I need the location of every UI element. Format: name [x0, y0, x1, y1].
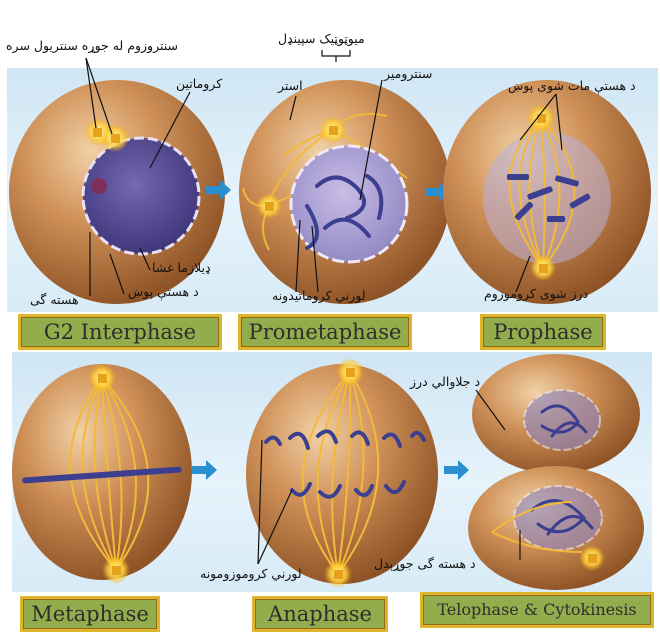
label-condensing-chromosome: درز شوی کروموزوم [484, 286, 588, 301]
label-centromere: سنترومير [384, 66, 432, 81]
stage-label-telophase: Telophase & Cytokinesis [420, 592, 654, 628]
label-chromatin: کروماتين [176, 76, 222, 91]
g2-nucleus [83, 138, 199, 254]
label-nucleolus: هسته گی [30, 292, 79, 307]
label-mitotic-spindle: ميوټوټيک سپينډل [278, 31, 365, 46]
stage-label-g2-interphase: G2 Interphase [18, 314, 222, 350]
top-cell-illustration [7, 68, 658, 312]
bottom-cell-illustration [12, 352, 652, 592]
label-forming-nucleolus: د هسته گی جوړېدل [374, 556, 476, 571]
label-plasma-membrane: ډيلازما غشا [152, 260, 211, 275]
arrow-icon [192, 460, 217, 480]
label-nuclear-envelope: د هستې پوښ [128, 284, 199, 299]
label-daughter-chromosomes: لورني کروموزومونه [200, 566, 302, 581]
prometaphase-nucleus [291, 146, 407, 262]
label-centrosome-pair: سنتروزوم له جوړه سنتريول سره [6, 38, 178, 53]
top-illustration-panel [7, 68, 658, 312]
label-cleavage-furrow: د جلاوالي درز [410, 374, 480, 389]
g2-nucleolus [91, 178, 107, 194]
stage-label-prometaphase: Prometaphase [238, 314, 412, 350]
bottom-illustration-panel [12, 352, 652, 592]
label-aster: استر [278, 78, 303, 93]
arrow-icon [444, 460, 469, 480]
stage-label-prophase: Prophase [480, 314, 606, 350]
label-nuclear-envelope-fragments: د هستې مات شوی پوښ [508, 78, 636, 93]
label-early-chromatids: لورني کروماتيدونه [272, 288, 366, 303]
